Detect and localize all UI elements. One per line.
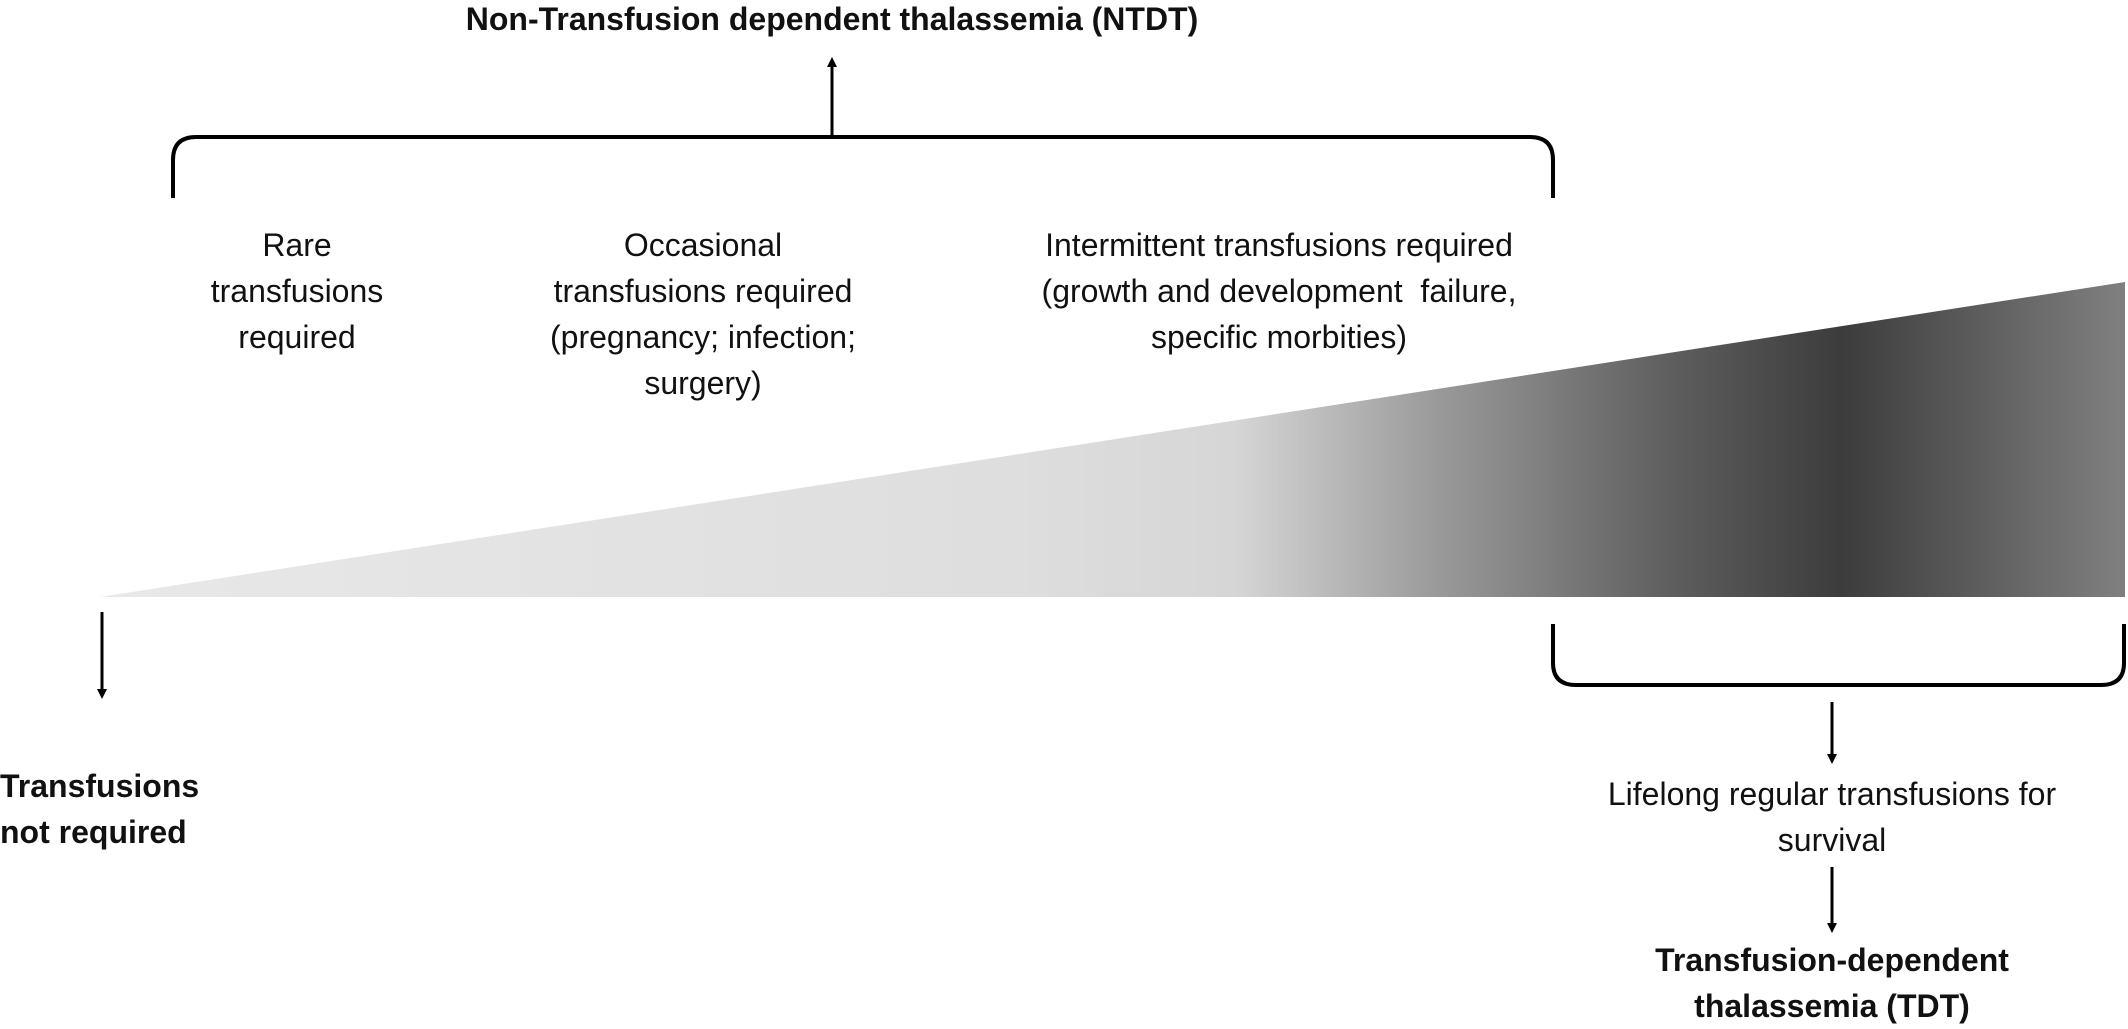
stage-intermittent-line-2: (growth and development failure, xyxy=(1041,273,1517,309)
tdt-description-line-1: Lifelong regular transfusions for xyxy=(1607,776,2057,812)
start-label: Transfusions not required xyxy=(0,763,199,855)
tdt-title-line-2: thalassemia (TDT) xyxy=(1694,988,1970,1024)
stage-intermittent: Intermittent transfusions required (grow… xyxy=(1042,222,1517,360)
tdt-title-line-1: Transfusion-dependent xyxy=(1655,942,2009,978)
stage-rare-line-1: Rare xyxy=(262,227,332,263)
start-label-line-2: not required xyxy=(0,814,187,850)
stage-rare: Rare transfusions required xyxy=(211,222,384,360)
ntdt-title: Non-Transfusion dependent thalassemia (N… xyxy=(465,1,1199,37)
tdt-title: Transfusion-dependent thalassemia (TDT) xyxy=(1655,937,2009,1029)
stage-rare-line-3: required xyxy=(238,319,356,355)
tdt-description: Lifelong regular transfusions for surviv… xyxy=(1608,771,2056,863)
stage-occasional: Occasional transfusions required (pregna… xyxy=(550,222,856,406)
severity-wedge xyxy=(100,282,2125,597)
stage-occasional-line-4: surgery) xyxy=(644,365,762,401)
stage-occasional-line-1: Occasional xyxy=(623,227,783,263)
ntdt-bracket xyxy=(171,135,1555,198)
tdt-bracket xyxy=(1551,624,2126,687)
stage-rare-line-2: transfusions xyxy=(210,273,384,309)
stage-intermittent-line-3: specific morbities) xyxy=(1150,319,1408,355)
stage-intermittent-line-1: Intermittent transfusions required xyxy=(1045,227,1513,263)
stage-occasional-line-3: (pregnancy; infection; xyxy=(550,319,856,355)
tdt-description-line-2: survival xyxy=(1777,822,1887,858)
start-label-line-1: Transfusions xyxy=(0,768,200,804)
stage-occasional-line-2: transfusions required xyxy=(553,273,853,309)
